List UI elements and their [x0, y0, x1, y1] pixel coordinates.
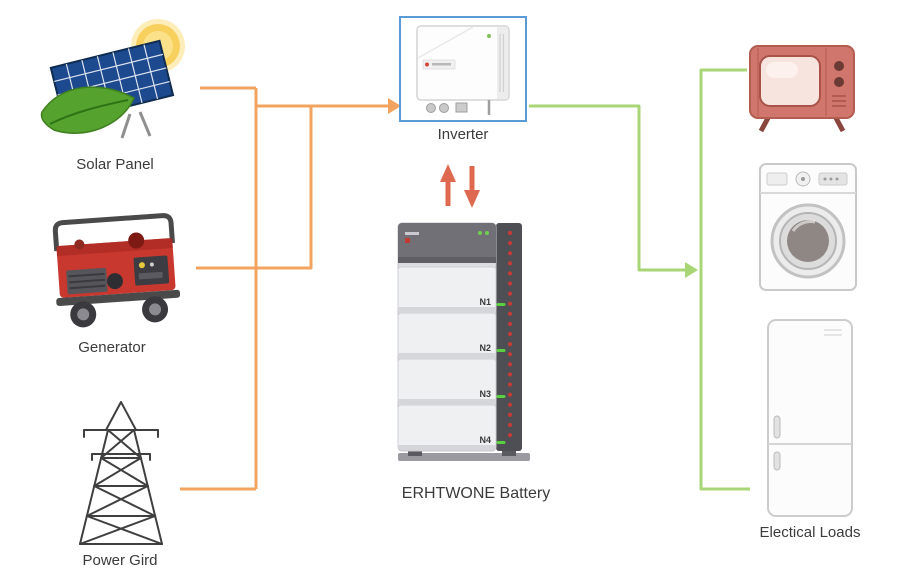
sources-to-inverter-lines — [180, 86, 388, 491]
battery-rail — [496, 223, 522, 451]
battery-icon: N1 N2 N3 N4 — [397, 222, 530, 461]
loads-bus-line — [699, 68, 750, 491]
washer-drum — [787, 220, 829, 262]
inverter-highlight-box — [399, 16, 527, 122]
electrical-loads-label: Electical Loads — [759, 524, 861, 541]
tv-knob-2 — [834, 77, 844, 87]
generator-frame — [52, 213, 175, 252]
leaf-vein — [49, 99, 129, 125]
loads-feed-line — [529, 104, 685, 272]
solar-panel-label: Solar Panel — [76, 156, 154, 173]
tv-leg-right — [833, 116, 846, 133]
tv-speaker-grill — [832, 95, 846, 107]
fuel-cap — [74, 239, 85, 250]
power-grid-label: Power Gird — [82, 552, 158, 569]
tv-knob-1 — [834, 61, 844, 71]
battery-module-label-n4: N4 — [479, 435, 491, 445]
panel-stand — [120, 111, 152, 139]
generator-label: Generator — [78, 339, 146, 356]
washing-machine-icon — [759, 163, 857, 291]
battery-shadow — [398, 453, 530, 461]
battery-module-label-n2: N2 — [479, 343, 491, 353]
battery-module-label-n1: N1 — [479, 297, 491, 307]
fridge-handle-lower — [773, 451, 781, 471]
control-panel — [133, 255, 170, 286]
solar-panel-icon — [40, 19, 185, 139]
battery-down-arrowhead — [464, 190, 480, 208]
tv-leg-left — [758, 116, 771, 133]
inverter-connectors — [426, 100, 491, 115]
battery-modules — [397, 266, 497, 450]
power-grid-tower-icon — [79, 401, 163, 545]
inverter-led — [487, 34, 491, 38]
generator-cap — [128, 232, 145, 249]
battery-module-leds — [496, 303, 506, 444]
battery-logo — [405, 238, 410, 243]
refrigerator-icon — [767, 319, 853, 517]
generator-base — [56, 289, 181, 307]
inverter-label: Inverter — [437, 126, 489, 143]
battery-top-unit — [398, 223, 496, 263]
inverter-battery-arrows — [440, 164, 480, 208]
fridge-handle-upper — [773, 415, 781, 439]
inverter-body — [416, 25, 510, 101]
fridge-vent — [824, 329, 842, 336]
washer-display — [818, 172, 848, 186]
battery-up-arrowhead — [440, 164, 456, 182]
generator-branch-line — [196, 106, 313, 270]
generator-icon — [52, 213, 181, 328]
loads-feed-arrowhead — [685, 262, 698, 278]
washer-drawer — [766, 172, 788, 186]
inverter-icon — [416, 25, 510, 115]
tv-icon — [749, 45, 855, 133]
battery-module-label-n3: N3 — [479, 389, 491, 399]
battery-label: ERHTWONE Battery — [401, 485, 551, 502]
inverter-to-loads-lines — [529, 68, 750, 491]
fridge-body — [767, 319, 853, 517]
